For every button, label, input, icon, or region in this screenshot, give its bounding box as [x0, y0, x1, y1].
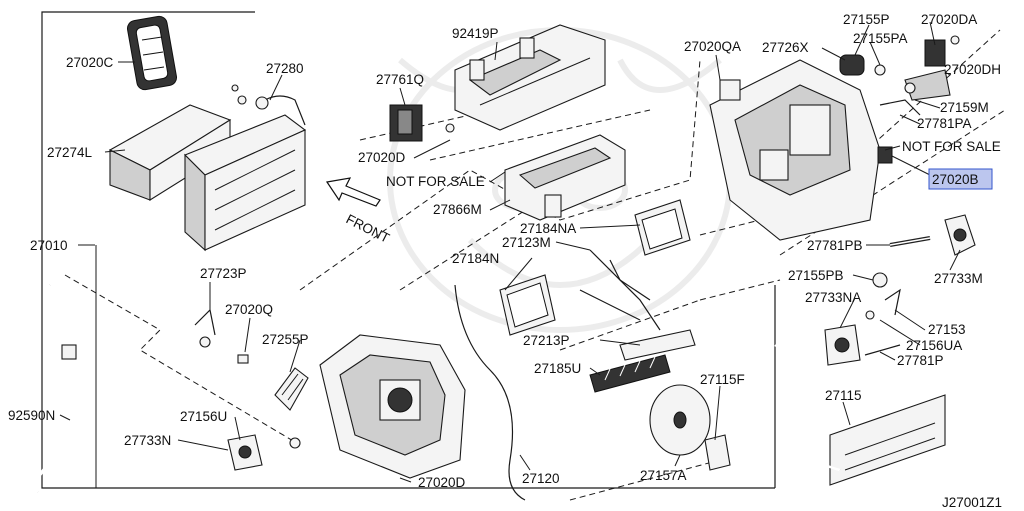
part-27185u-grille [589, 354, 671, 393]
label-not-for-sale-left: NOT FOR SALE [386, 174, 485, 189]
part-27115-heater-core [774, 343, 946, 486]
part-27761q-resistor [389, 104, 455, 142]
label-27020dh[interactable]: 27020DH [944, 62, 1001, 77]
label-27781pb[interactable]: 27781PB [807, 238, 863, 253]
label-27213p[interactable]: 27213P [523, 333, 570, 348]
label-27733na[interactable]: 27733NA [805, 290, 861, 305]
front-direction-arrow [325, 177, 381, 207]
label-27255p[interactable]: 27255P [262, 332, 309, 347]
label-27020qa[interactable]: 27020QA [684, 39, 741, 54]
label-not-for-sale-right: NOT FOR SALE [902, 139, 1001, 154]
part-27213p-door [619, 329, 696, 361]
label-27184na[interactable]: 27184NA [520, 221, 576, 236]
label-27155pb[interactable]: 27155PB [788, 268, 844, 283]
label-27159m[interactable]: 27159M [940, 100, 989, 115]
part-27723p-clip [194, 308, 249, 364]
label-27781pa[interactable]: 27781PA [917, 116, 972, 131]
label-27155pa[interactable]: 27155PA [853, 31, 908, 46]
label-27157a[interactable]: 27157A [640, 468, 687, 483]
label-27280[interactable]: 27280 [266, 61, 304, 76]
label-27156ua[interactable]: 27156UA [906, 338, 962, 353]
part-27280-evaporator [184, 84, 307, 252]
label-27020d-bottom[interactable]: 27020D [418, 475, 466, 490]
label-27866m[interactable]: 27866M [433, 202, 482, 217]
label-27733n[interactable]: 27733N [124, 433, 171, 448]
label-front: FRONT [344, 211, 392, 245]
label-27123m[interactable]: 27123M [502, 235, 551, 250]
label-27155p[interactable]: 27155P [843, 12, 890, 27]
part-27255p-aspirator [274, 367, 309, 411]
diagram-code: J27001Z1 [942, 495, 1002, 510]
part-27020c-filter-lid [126, 15, 178, 91]
label-27020b[interactable]: 27020B [932, 172, 979, 187]
label-27184n[interactable]: 27184N [452, 251, 499, 266]
part-labels: 27020C 27280 27274L 27010 92590N 92419P … [8, 12, 1002, 510]
label-27020d-top[interactable]: 27020D [358, 150, 406, 165]
label-27115[interactable]: 27115 [825, 388, 862, 403]
label-27726x[interactable]: 27726X [762, 40, 809, 55]
label-27010[interactable]: 27010 [30, 238, 68, 253]
part-27733n-motor [227, 434, 301, 471]
part-linkage-right [864, 272, 901, 356]
label-27185u[interactable]: 27185U [534, 361, 581, 376]
part-27184n-door [499, 274, 556, 336]
part-27733m-motor [944, 214, 976, 256]
label-27723p[interactable]: 27723P [200, 266, 247, 281]
part-27184na-door [634, 199, 691, 256]
part-27123m-links [579, 249, 661, 331]
part-27781pb-rod [889, 236, 931, 247]
leader-lines [59, 21, 961, 488]
part-92419p-upper-duct [454, 24, 606, 131]
label-92590n[interactable]: 92590N [8, 408, 55, 423]
label-27115f[interactable]: 27115F [700, 372, 745, 387]
part-lower-heater-unit [319, 334, 466, 479]
label-27020da[interactable]: 27020DA [921, 12, 977, 27]
label-27274l[interactable]: 27274L [47, 145, 93, 160]
part-27120-cable [454, 284, 526, 501]
label-27020q[interactable]: 27020Q [225, 302, 273, 317]
part-92590n-drain-hose [33, 284, 77, 494]
part-27010-heater-case [709, 59, 881, 241]
label-27020c[interactable]: 27020C [66, 55, 114, 70]
label-27733m[interactable]: 27733M [934, 271, 983, 286]
label-27120[interactable]: 27120 [522, 471, 560, 486]
assembly-frame [41, 11, 776, 489]
label-27781p[interactable]: 27781P [897, 353, 944, 368]
part-27733na-motor [824, 324, 861, 366]
label-27156u[interactable]: 27156U [180, 409, 227, 424]
label-27153[interactable]: 27153 [928, 322, 966, 337]
label-92419p[interactable]: 92419P [452, 26, 499, 41]
part-actuator-cluster-right [839, 35, 960, 164]
label-27761q[interactable]: 27761Q [376, 72, 424, 87]
part-27157a-blower [649, 384, 731, 471]
highlight-27020b [928, 168, 993, 190]
part-27866m-mid-duct [504, 134, 626, 221]
